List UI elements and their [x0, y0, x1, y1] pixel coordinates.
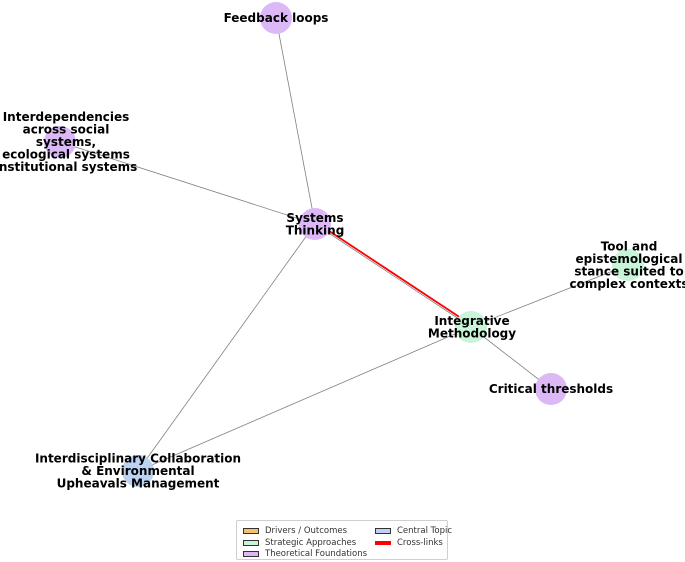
legend-swatch-theoretical-foundations — [243, 551, 259, 557]
node-label-feedback: Feedback loops — [224, 11, 329, 25]
node-label-interdisc: Interdisciplinary Collaboration& Environ… — [35, 452, 241, 491]
edge-systems-interdep — [59, 141, 316, 225]
edge-integrative-tool — [470, 264, 629, 328]
legend-swatch-drivers-outcomes — [243, 528, 259, 534]
edge-systems-interdisc — [137, 223, 316, 472]
node-label-line: across social — [23, 123, 110, 137]
legend-label-strategic-approaches: Strategic Approaches — [265, 538, 357, 548]
node-label-line: Integrative — [434, 314, 509, 328]
node-interdep — [44, 126, 76, 158]
node-label-line: Methodology — [428, 326, 516, 340]
legend-label-drivers-outcomes: Drivers / Outcomes — [265, 526, 348, 536]
edge-integrative-interdisc — [137, 326, 472, 472]
node-label-line: Systems — [286, 211, 343, 225]
node-integrative — [455, 311, 487, 343]
node-interdisc — [122, 455, 154, 487]
legend-item-drivers-outcomes: Drivers / Outcomes — [243, 526, 347, 536]
cross-link-systems-integrative — [316, 222, 474, 327]
nodes-layer — [44, 2, 644, 487]
legend-item-cross-links: Cross-links — [375, 538, 443, 548]
legend: Drivers / Outcomes Strategic Approaches … — [236, 520, 452, 560]
node-label-line: institutional systems — [0, 160, 137, 174]
edge-systems-feedback — [275, 17, 316, 225]
node-label-critical: Critical thresholds — [489, 382, 613, 396]
legend-label-theoretical-foundations: Theoretical Foundations — [265, 549, 368, 559]
edges-layer — [59, 17, 629, 472]
legend-swatch-cross-links — [375, 541, 391, 545]
legend-item-central-topic: Central Topic — [375, 526, 452, 536]
node-feedback — [260, 2, 292, 34]
node-label-line: Interdisciplinary Collaboration — [35, 452, 241, 466]
edge-integrative-critical — [470, 326, 552, 390]
node-label-line: Tool and — [601, 239, 658, 253]
node-label-line: Thinking — [286, 223, 345, 237]
legend-swatch-central-topic — [375, 528, 391, 534]
node-label-line: systems, — [36, 135, 96, 149]
node-label-line: & Environmental — [81, 464, 194, 478]
node-label-line: complex contexts — [569, 277, 685, 291]
node-label-line: Interdependencies — [3, 110, 130, 124]
legend-swatch-strategic-approaches — [243, 540, 259, 546]
node-label-line: stance suited to — [574, 264, 683, 278]
edge-systems-integrative — [314, 223, 472, 328]
node-critical — [535, 373, 567, 405]
node-label-line: Critical thresholds — [489, 382, 613, 396]
legend-item-strategic-approaches: Strategic Approaches — [243, 538, 356, 548]
node-label-line: Feedback loops — [224, 11, 329, 25]
legend-label-cross-links: Cross-links — [397, 538, 443, 548]
legend-label-central-topic: Central Topic — [397, 526, 453, 536]
node-label-line: ecological systems — [2, 148, 130, 162]
legend-item-theoretical-foundations: Theoretical Foundations — [243, 549, 367, 559]
node-systems — [299, 208, 331, 240]
node-label-line: epistemological — [576, 252, 683, 266]
node-tool — [612, 249, 644, 281]
node-label-line: Upheavals Management — [57, 477, 220, 491]
